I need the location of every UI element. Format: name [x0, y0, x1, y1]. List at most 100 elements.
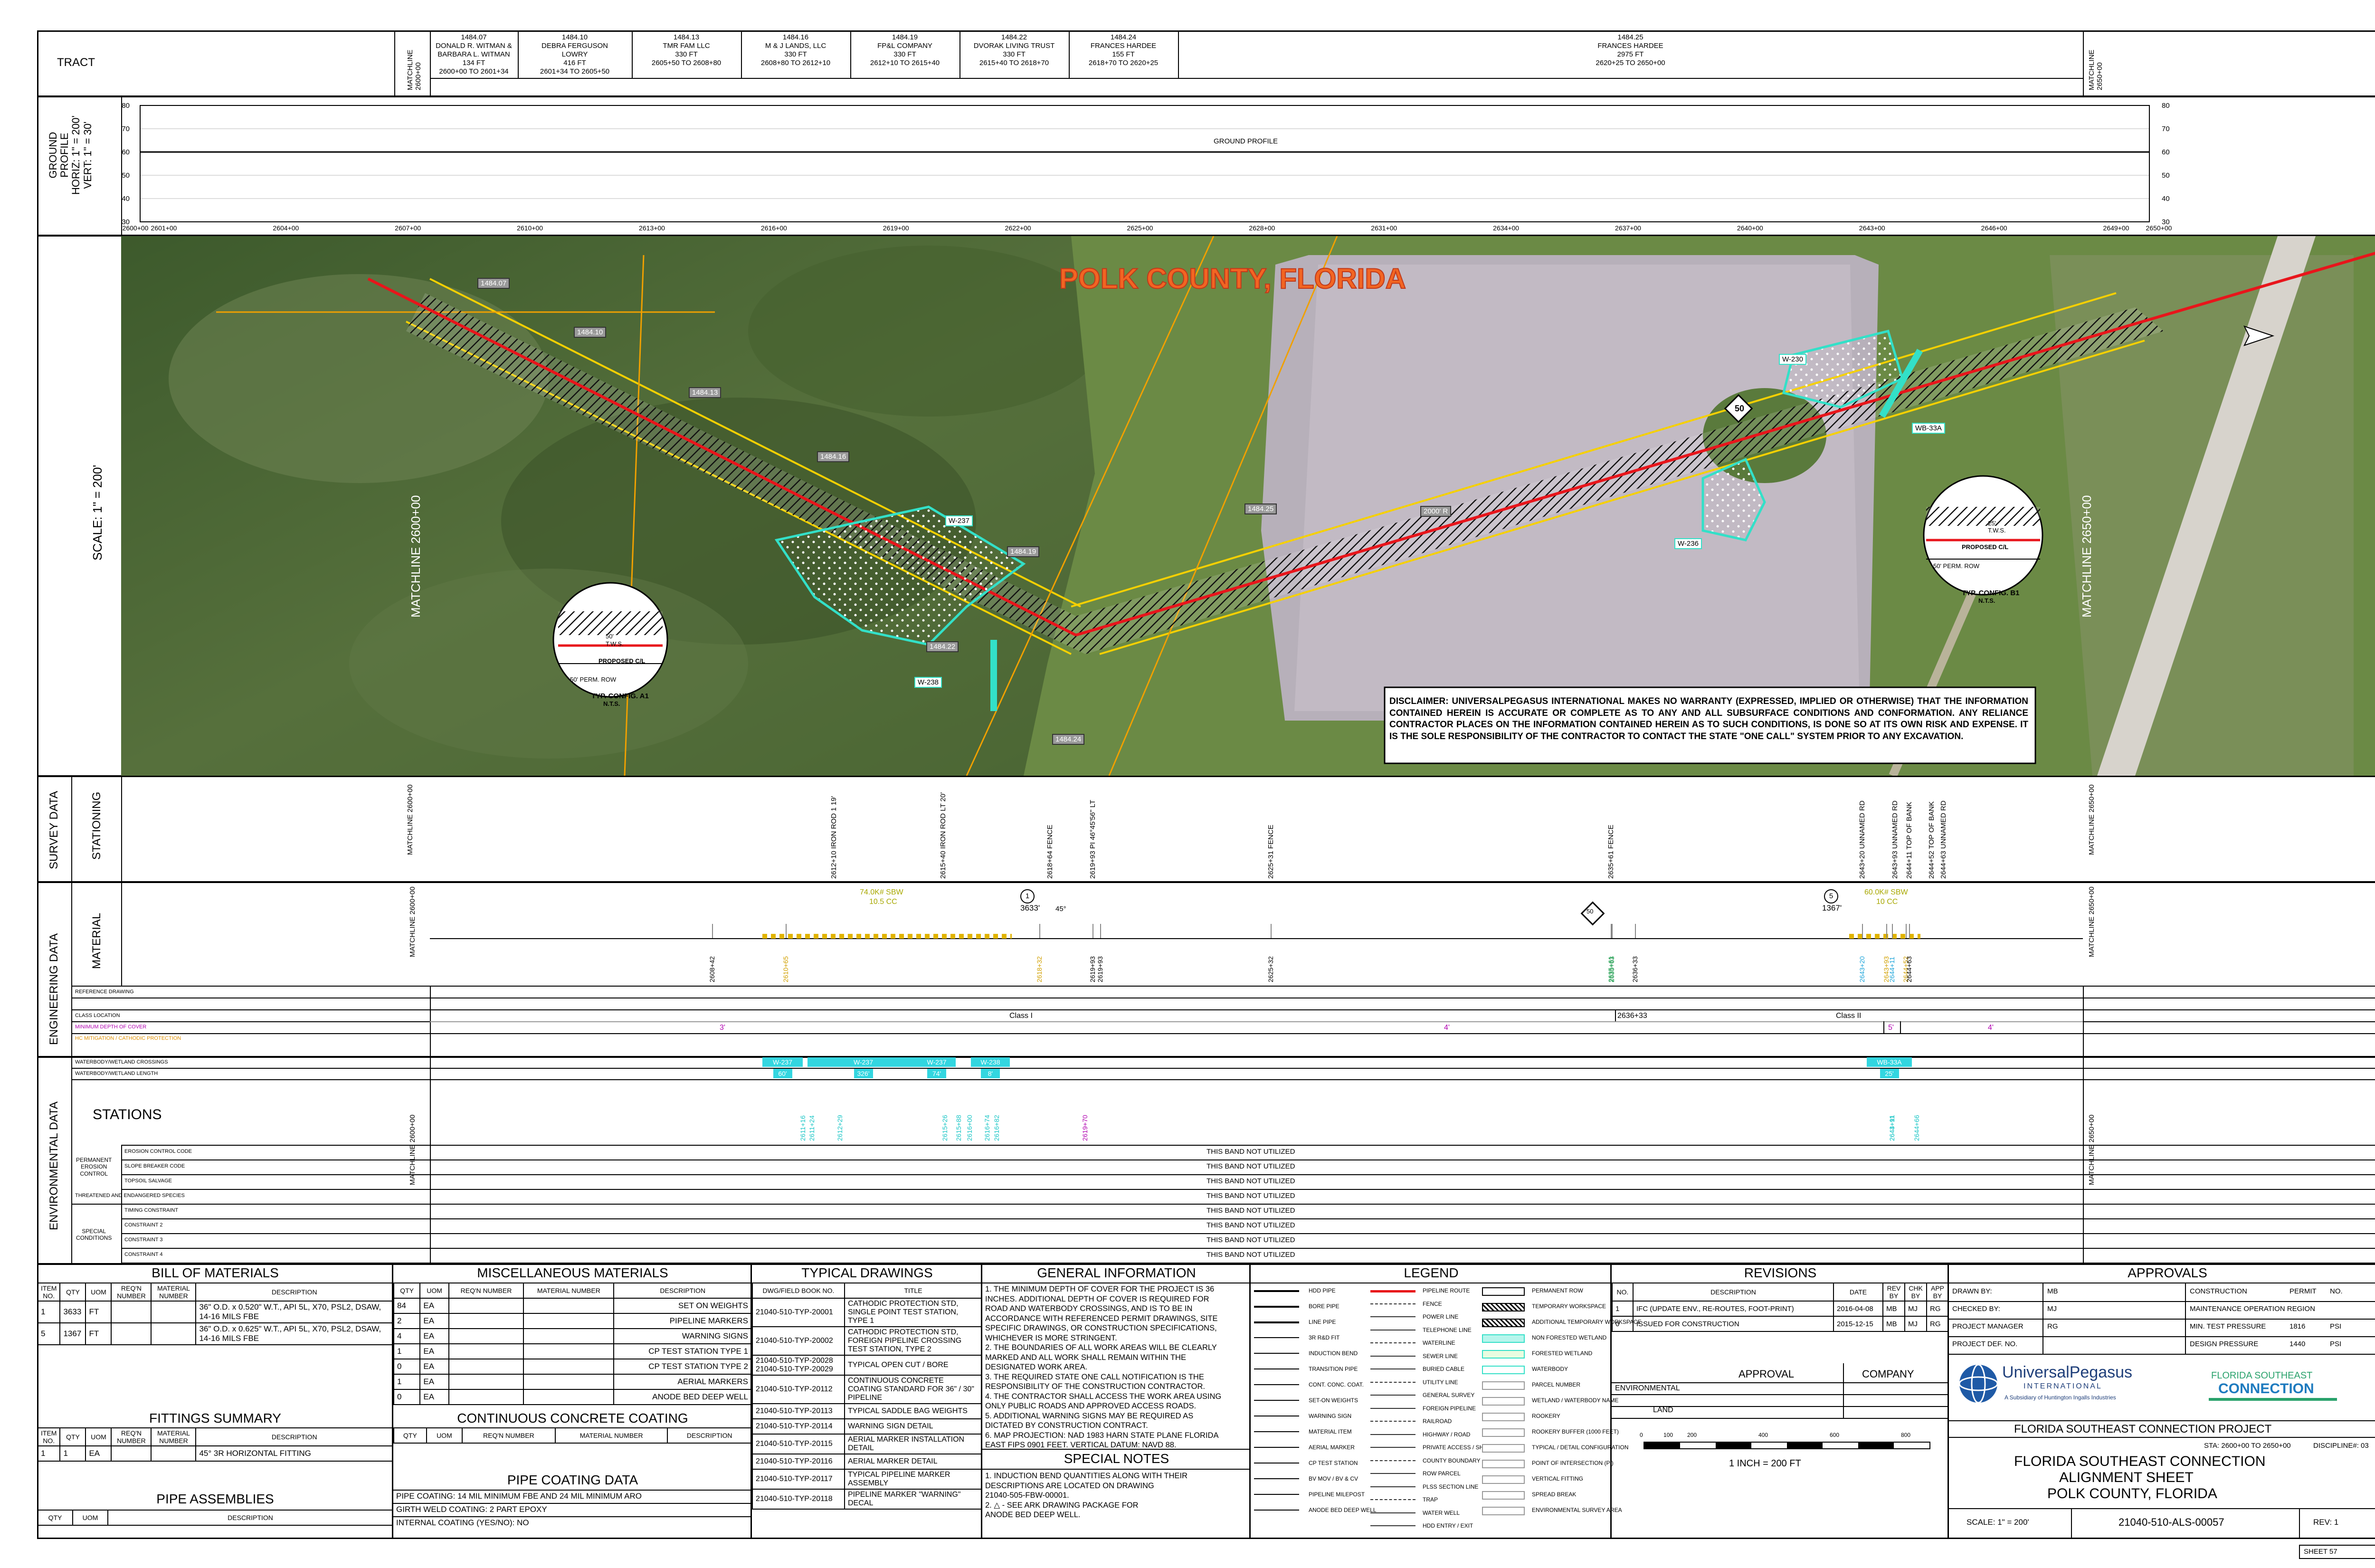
table-cell: 21040-510-TYP-20001: [752, 1298, 845, 1327]
ground-profile-label: GROUND PROFILE: [1214, 137, 1278, 145]
coating-rule: [393, 1516, 752, 1517]
band-not-utilized: THIS BAND NOT UTILIZED: [1206, 1251, 1295, 1259]
legend-symbol: [1482, 1507, 1525, 1515]
general-note-line: RESPONSIBILITY OF THE CONSTRUCTION CONTR…: [985, 1382, 1205, 1391]
table-cell: EA: [419, 1298, 449, 1314]
pipe2-item-circle: 5: [1824, 889, 1838, 903]
legend-symbol: [1482, 1287, 1525, 1296]
county-title: POLK COUNTY, FLORIDA: [1059, 262, 1406, 295]
pipe1-length: 3633': [1020, 903, 1040, 912]
band-not-utilized: THIS BAND NOT UTILIZED: [1206, 1148, 1295, 1156]
approval-header: APPROVAL: [1738, 1368, 1794, 1380]
legend-symbol: [1254, 1384, 1299, 1385]
env-band-line: [121, 1248, 2375, 1249]
survey-station: 2644+11 TOP OF BANK: [1905, 802, 1914, 879]
table-header: UOM: [85, 1283, 112, 1302]
table-header: CHK BY: [1904, 1283, 1927, 1302]
table-cell: 3633: [59, 1301, 86, 1323]
table-cell: 21040-510-TYP-20002: [752, 1326, 845, 1356]
env-band-line: [121, 1218, 2375, 1219]
table-cell: TYPICAL OPEN CUT / BORE: [844, 1355, 982, 1376]
config-b-tws: T.W.S.: [1988, 527, 2006, 534]
wetland-crossing: W-237: [808, 1057, 919, 1067]
table-cell: 84: [393, 1298, 421, 1314]
typical-title: TYPICAL DRAWINGS: [801, 1265, 933, 1280]
profile-x-tick: 2631+00: [1371, 224, 1397, 232]
table-cell: WARNING SIGNS: [613, 1328, 752, 1344]
drawing-title-3: POLK COUNTY, FLORIDA: [2047, 1486, 2217, 1501]
approvals-title: APPROVALS: [2128, 1265, 2207, 1280]
legend-symbol: [1254, 1510, 1299, 1511]
legend-label: TYPICAL / DETAIL CONFIGURATION: [1532, 1444, 1629, 1451]
map-label: W-236: [1674, 538, 1702, 550]
pipe2-spec: 60.0K# SBW: [1864, 888, 1908, 896]
env-station: 2616+74: [983, 1115, 991, 1141]
legend-label: NON FORESTED WETLAND: [1532, 1334, 1607, 1341]
band-not-utilized: THIS BAND NOT UTILIZED: [1206, 1177, 1295, 1185]
table-header: REQ'N NUMBER: [448, 1283, 524, 1299]
table-header: NO.: [1612, 1283, 1634, 1302]
legend-label: INDUCTION BEND: [1309, 1350, 1358, 1357]
map-label: W-238: [914, 677, 942, 688]
engineering-station: 2618+32: [1036, 956, 1044, 982]
legend-symbol: [1482, 1350, 1525, 1359]
approval-right-label: CONSTRUCTION: [2190, 1287, 2247, 1295]
table-cell: MJ: [1904, 1301, 1927, 1317]
legend-symbol: [1254, 1400, 1299, 1401]
table-cell: [448, 1343, 524, 1359]
map-matchline-right: MATCHLINE 2650+00: [2080, 495, 2094, 618]
table-cell: CP TEST STATION TYPE 2: [613, 1359, 752, 1375]
wetland-crossing: W-237: [918, 1057, 956, 1067]
table-header: MATERIAL NUMBER: [151, 1427, 197, 1446]
coating-line: PIPE COATING: 14 MIL MINIMUM FBE AND 24 …: [396, 1492, 642, 1501]
legend-symbol: [1482, 1491, 1525, 1500]
table-header: UOM: [426, 1427, 463, 1444]
table-cell: TYPICAL SADDLE BAG WEIGHTS: [844, 1403, 982, 1419]
coating-title: PIPE COATING DATA: [507, 1473, 638, 1487]
legend-label: GENERAL SURVEY: [1423, 1392, 1475, 1398]
profile-y-tick: 40: [122, 195, 130, 203]
pipe2-length: 1367': [1822, 903, 1842, 912]
legend-label: ROOKERY: [1532, 1413, 1560, 1419]
legend-label: TRAP: [1423, 1496, 1438, 1503]
tract-divider: [850, 30, 851, 78]
survey-station: 2643+20 UNNAMED RD: [1858, 800, 1866, 879]
table-cell: 2015-12-15: [1833, 1316, 1883, 1332]
saddle-weights-1: [762, 934, 1012, 939]
eng-matchline-left: MATCHLINE 2600+00: [408, 886, 417, 957]
env-station: 2616+00: [965, 1115, 973, 1141]
approval-right-value: 1816: [2290, 1322, 2306, 1330]
coating-rule: [393, 1503, 752, 1504]
table-cell: 1: [1612, 1301, 1634, 1317]
drawing-title-2: ALIGNMENT SHEET: [2059, 1470, 2194, 1485]
scale-tick: 200: [1687, 1432, 1697, 1438]
map-scale-label: SCALE: 1" = 200': [90, 465, 104, 561]
table-header: DWG/FIELD BOOK NO.: [752, 1283, 845, 1299]
legend-symbol: [1482, 1444, 1525, 1453]
table-cell: CP TEST STATION TYPE 1: [613, 1343, 752, 1359]
survey-station: 2612+10 IRON ROD 1 19': [830, 796, 838, 879]
station-tick: [1100, 924, 1102, 938]
table-cell: [111, 1322, 152, 1345]
survey-station: 2643+93 UNNAMED RD: [1890, 800, 1899, 879]
engineering-station: 2643+20: [1858, 956, 1866, 982]
table-header: REQ'N NUMBER: [461, 1427, 556, 1444]
profile-y-tick: 60: [2162, 148, 2170, 156]
legend-symbol: [1254, 1478, 1299, 1479]
survey-station: 2644+63 UNNAMED RD: [1939, 800, 1948, 879]
general-title: GENERAL INFORMATION: [1037, 1265, 1196, 1280]
env-band-label: SLOPE BREAKER CODE: [124, 1163, 185, 1169]
env-band-line: [71, 1204, 2375, 1205]
config-b-row: 50' PERM. ROW: [1933, 562, 1980, 570]
profile-x-tick: 2616+00: [761, 224, 787, 232]
legend-symbol: [1482, 1319, 1525, 1327]
